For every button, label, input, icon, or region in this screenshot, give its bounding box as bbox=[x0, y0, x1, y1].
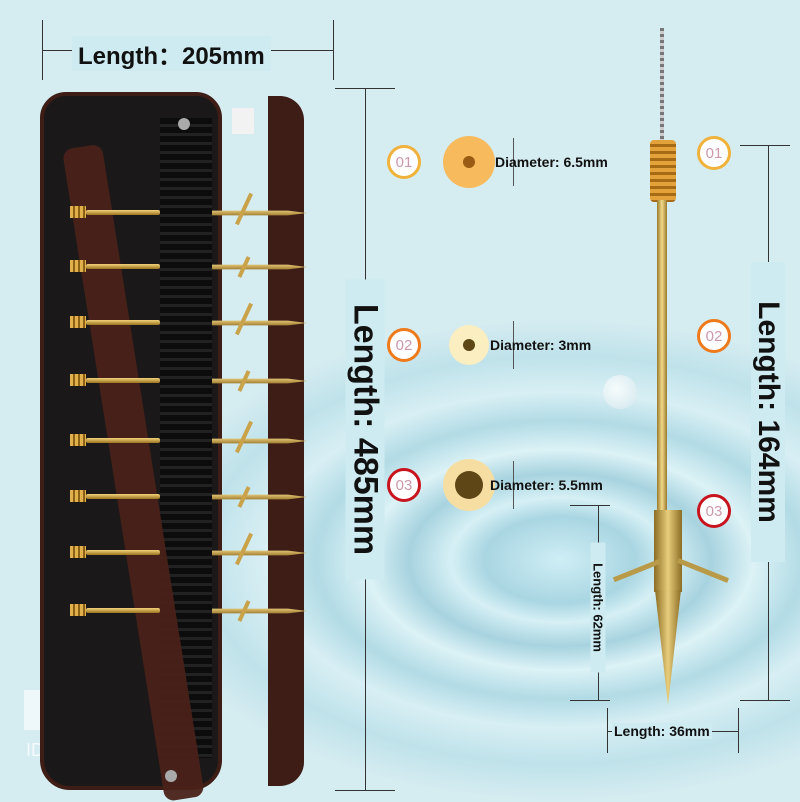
badge-02: 02 bbox=[697, 319, 731, 353]
case-length-label: Length: 485mm bbox=[345, 279, 385, 580]
badge-01: 01 bbox=[387, 145, 421, 179]
arrow-in-case bbox=[70, 302, 310, 336]
dim-line bbox=[513, 461, 514, 509]
arrow-nut bbox=[650, 140, 676, 202]
snap-button bbox=[178, 118, 190, 130]
arrow-nut bbox=[70, 206, 86, 218]
arrow-in-case bbox=[70, 192, 310, 226]
cross-section-core bbox=[463, 156, 475, 168]
case-label bbox=[232, 108, 254, 134]
arrow-barb bbox=[235, 302, 253, 336]
arrow-head bbox=[212, 264, 307, 270]
arrow-nut bbox=[70, 316, 86, 328]
arrow-nut bbox=[70, 546, 86, 558]
arrow-shaft bbox=[86, 438, 160, 443]
dim-line bbox=[740, 700, 790, 701]
arrow-shaft bbox=[86, 608, 160, 613]
dim-line bbox=[513, 138, 514, 186]
badge-number: 03 bbox=[705, 502, 723, 520]
badge-02: 02 bbox=[387, 328, 421, 362]
dim-line bbox=[333, 20, 334, 80]
arrow-shaft bbox=[86, 550, 160, 555]
arrow-head bbox=[212, 608, 307, 614]
badge-number: 02 bbox=[705, 327, 723, 345]
watermark bbox=[24, 690, 44, 730]
arrow-length-label: Length: 164mm bbox=[751, 262, 785, 562]
badge-03: 03 bbox=[387, 468, 421, 502]
badge-number: 02 bbox=[395, 336, 413, 354]
badge-03: 03 bbox=[697, 494, 731, 528]
arrow-head bbox=[212, 494, 307, 500]
arrow-shaft bbox=[86, 210, 160, 215]
badge-number: 01 bbox=[395, 153, 413, 171]
arrow-in-case bbox=[70, 600, 310, 622]
arrow-barb bbox=[235, 532, 253, 566]
dim-line bbox=[335, 790, 395, 791]
arrow-sleeve bbox=[654, 510, 682, 592]
dim-line bbox=[738, 708, 739, 753]
arrow-nut bbox=[70, 604, 86, 616]
arrow-shaft bbox=[657, 200, 667, 515]
diameter-label: Diameter: 5.5mm bbox=[490, 477, 603, 493]
badge-01: 01 bbox=[697, 136, 731, 170]
arrow-head bbox=[212, 550, 307, 556]
badge-number: 01 bbox=[705, 144, 723, 162]
badge-number: 03 bbox=[395, 476, 413, 494]
cross-section bbox=[449, 325, 489, 365]
cross-section-core bbox=[455, 471, 483, 499]
arrow-barb bbox=[677, 558, 729, 583]
cross-section-core bbox=[463, 339, 475, 351]
arrow-head bbox=[212, 210, 307, 216]
arrow-in-case bbox=[70, 256, 310, 278]
snap-button bbox=[165, 770, 177, 782]
barb-width-label: Length: 36mm bbox=[612, 723, 712, 739]
water-bubble bbox=[603, 375, 637, 409]
dim-line bbox=[570, 700, 610, 701]
dim-line bbox=[740, 145, 790, 146]
dim-line bbox=[513, 321, 514, 369]
arrow-head bbox=[212, 320, 307, 326]
dim-line bbox=[570, 505, 610, 506]
arrow-in-case bbox=[70, 486, 310, 508]
cross-section bbox=[443, 459, 495, 511]
cross-section bbox=[443, 136, 495, 188]
arrow-head bbox=[212, 438, 307, 444]
case-width-label: Length：205mm bbox=[72, 36, 271, 71]
arrow-nut bbox=[70, 260, 86, 272]
arrow-nut bbox=[70, 374, 86, 386]
arrow-shaft bbox=[86, 320, 160, 325]
arrow-nut bbox=[70, 490, 86, 502]
arrow-barb bbox=[235, 420, 253, 454]
arrow-cable bbox=[660, 28, 664, 143]
arrow-shaft bbox=[86, 494, 160, 499]
arrow-shaft bbox=[86, 378, 160, 383]
arrow-tip bbox=[655, 590, 681, 705]
dim-line bbox=[607, 708, 608, 753]
arrow-in-case bbox=[70, 370, 310, 392]
watermark-text: ID bbox=[26, 740, 44, 760]
sleeve-length-label: Length: 62mm bbox=[590, 542, 606, 673]
diameter-label: Diameter: 3mm bbox=[490, 337, 592, 353]
arrow-shaft bbox=[86, 264, 160, 269]
arrow-nut bbox=[70, 434, 86, 446]
arrow-barb bbox=[235, 192, 253, 226]
arrow-in-case bbox=[70, 532, 310, 566]
arrow-in-case bbox=[70, 420, 310, 454]
arrow-head bbox=[212, 378, 307, 384]
diameter-label: Diameter: 6.5mm bbox=[495, 154, 608, 170]
